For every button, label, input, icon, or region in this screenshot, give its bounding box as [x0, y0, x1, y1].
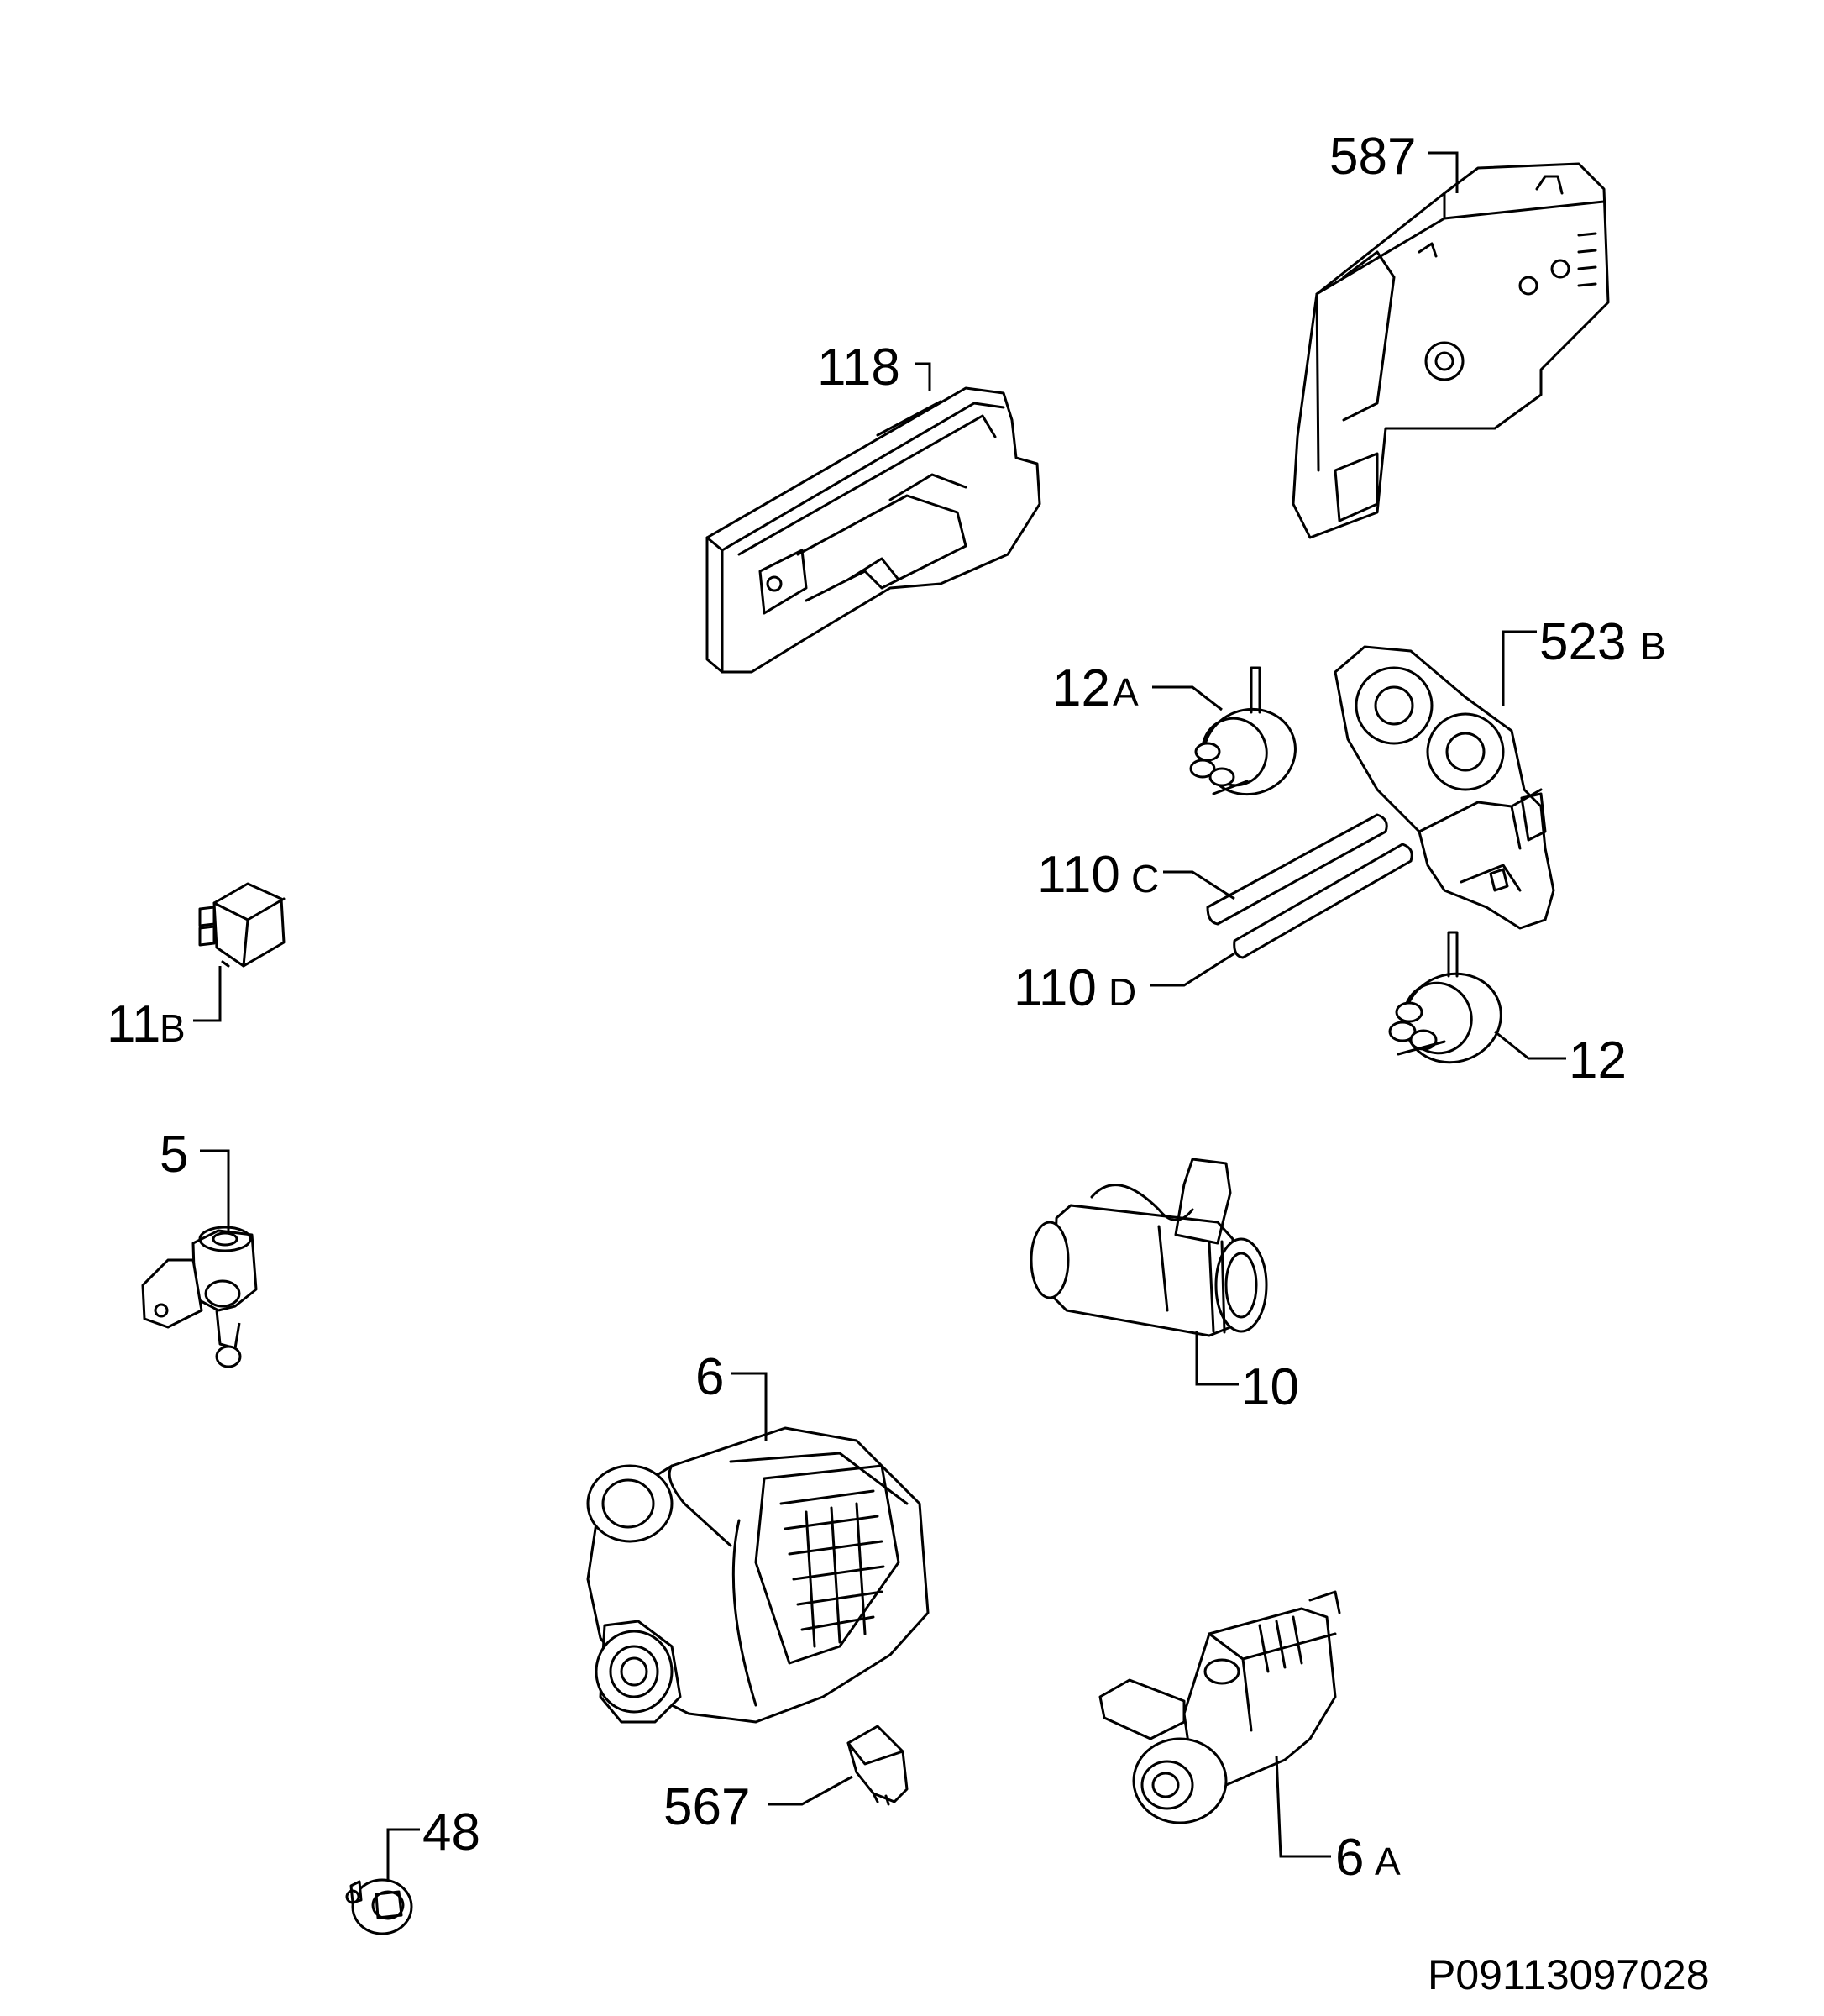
label-6: 6 [695, 1348, 724, 1406]
label-118: 118 [817, 339, 900, 396]
label-587: 587 [1329, 128, 1416, 186]
part-11b-relay [198, 882, 286, 968]
label-110c: 110 [1037, 846, 1120, 904]
part-110c-tube [1206, 813, 1388, 926]
part-12a-pressure-switch [1189, 666, 1297, 796]
label-11b-suffix: B [160, 1006, 186, 1050]
drawing-code: P09113097028 [1428, 1951, 1710, 1998]
label-10: 10 [1241, 1358, 1299, 1416]
label-110c-suffix: C [1131, 857, 1159, 900]
label-6a-suffix: A [1375, 1840, 1401, 1883]
label-110d: 110 [1014, 959, 1097, 1017]
label-48: 48 [422, 1803, 480, 1861]
label-567: 567 [663, 1778, 750, 1836]
label-12: 12 [1569, 1032, 1627, 1089]
part-110d-tube [1233, 843, 1413, 959]
part-10-heater [1030, 1158, 1268, 1337]
part-523b-bracket [1334, 645, 1555, 930]
part-118-panel [705, 386, 1041, 674]
label-11b: 11 [107, 995, 160, 1053]
part-6a-drain-pump [1098, 1590, 1341, 1824]
label-12a-suffix: A [1113, 670, 1139, 714]
label-6a: 6 [1335, 1829, 1364, 1887]
part-587-control-module [1292, 162, 1610, 539]
part-12-pressure-switch [1388, 931, 1502, 1064]
label-12a: 12 [1052, 659, 1110, 717]
label-523: 523 [1539, 613, 1626, 671]
label-110d-suffix: D [1109, 970, 1136, 1014]
part-5-inlet-valve [141, 1226, 258, 1368]
part-567-clip [846, 1725, 909, 1806]
label-5: 5 [160, 1126, 188, 1184]
part-48-plug [345, 1878, 413, 1935]
part-6-pump-motor [586, 1426, 930, 1724]
label-523-suffix: B [1640, 624, 1666, 668]
